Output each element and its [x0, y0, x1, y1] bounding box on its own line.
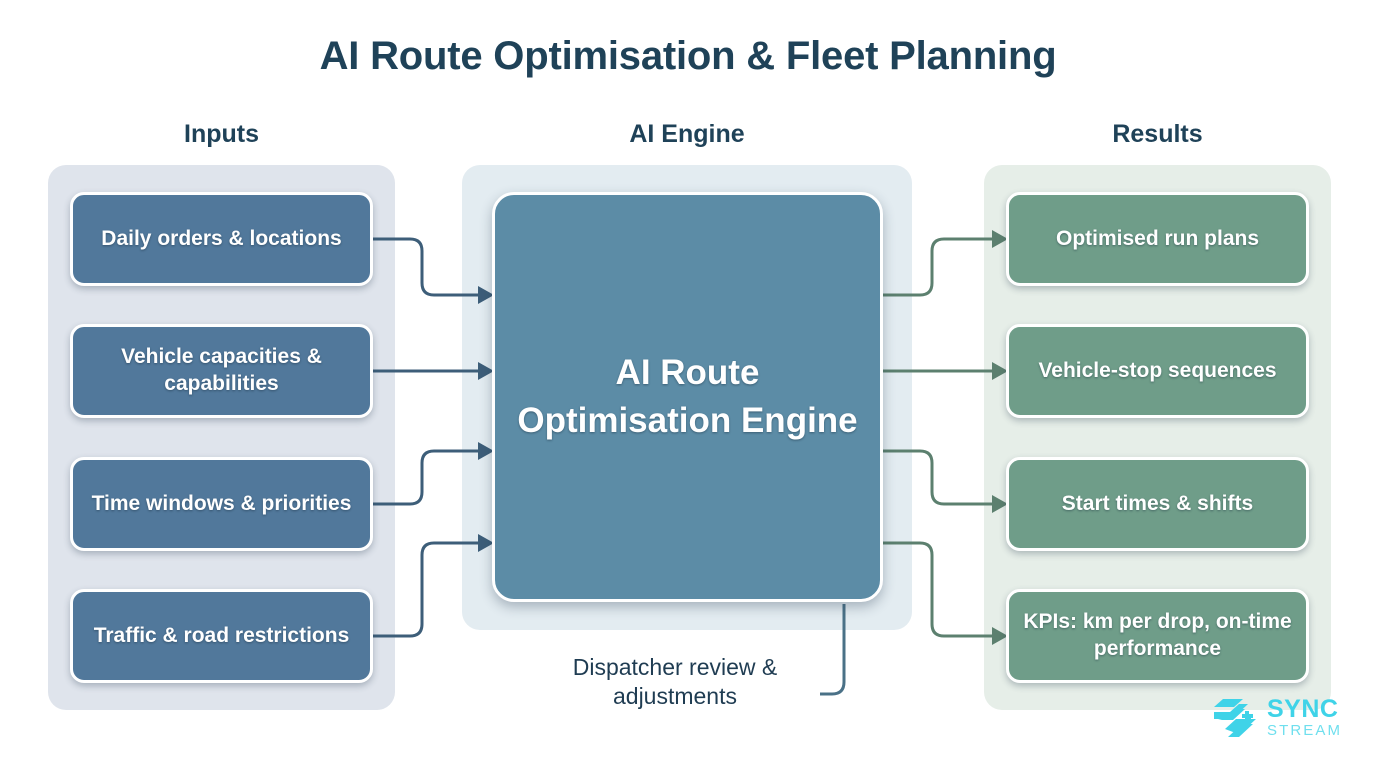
- ai-engine-node[interactable]: AI Route Optimisation Engine: [492, 192, 883, 602]
- page-title: AI Route Optimisation & Fleet Planning: [319, 34, 1057, 78]
- result-node-label: Vehicle-stop sequences: [1038, 358, 1277, 382]
- input-node-time-windows[interactable]: Time windows & priorities: [70, 457, 373, 551]
- input-node-label: Daily orders & locations: [101, 226, 342, 250]
- result-node-stop-sequences[interactable]: Vehicle-stop sequences: [1006, 324, 1309, 418]
- result-node-start-times[interactable]: Start times & shifts: [1006, 457, 1309, 551]
- syncstream-mark-icon: [1214, 698, 1256, 737]
- result-node-label: Start times & shifts: [1061, 491, 1254, 515]
- input-node-traffic-restrictions[interactable]: Traffic & road restrictions: [70, 589, 373, 683]
- input-node-daily-orders[interactable]: Daily orders & locations: [70, 192, 373, 286]
- brand-secondary-text: STREAM: [1267, 722, 1343, 739]
- result-node-label: Optimised run plans: [1055, 226, 1260, 250]
- input-node-label: Time windows & priorities: [91, 491, 352, 515]
- syncstream-logo: SYNC STREAM: [1212, 697, 1342, 738]
- result-node-run-plans[interactable]: Optimised run plans: [1006, 192, 1309, 286]
- brand-primary-text: SYNC: [1267, 695, 1339, 723]
- syncstream-wordmark: SYNC STREAM: [1267, 695, 1343, 739]
- input-node-vehicle-capacities[interactable]: Vehicle capacities & capabilities: [70, 324, 373, 418]
- results-column-heading: Results: [1112, 120, 1203, 148]
- ai-engine-label: AI Route Optimisation Engine: [517, 352, 858, 440]
- result-node-label: KPIs: km per drop, on-time performance: [1023, 610, 1292, 660]
- input-node-label: Traffic & road restrictions: [93, 623, 350, 647]
- inputs-column-heading: Inputs: [184, 120, 259, 148]
- result-node-kpis[interactable]: KPIs: km per drop, on-time performance: [1006, 589, 1309, 683]
- feedback-loop-caption: Dispatcher review & adjustments: [572, 654, 778, 710]
- engine-column-heading: AI Engine: [629, 120, 745, 148]
- input-node-label: Vehicle capacities & capabilities: [121, 345, 322, 395]
